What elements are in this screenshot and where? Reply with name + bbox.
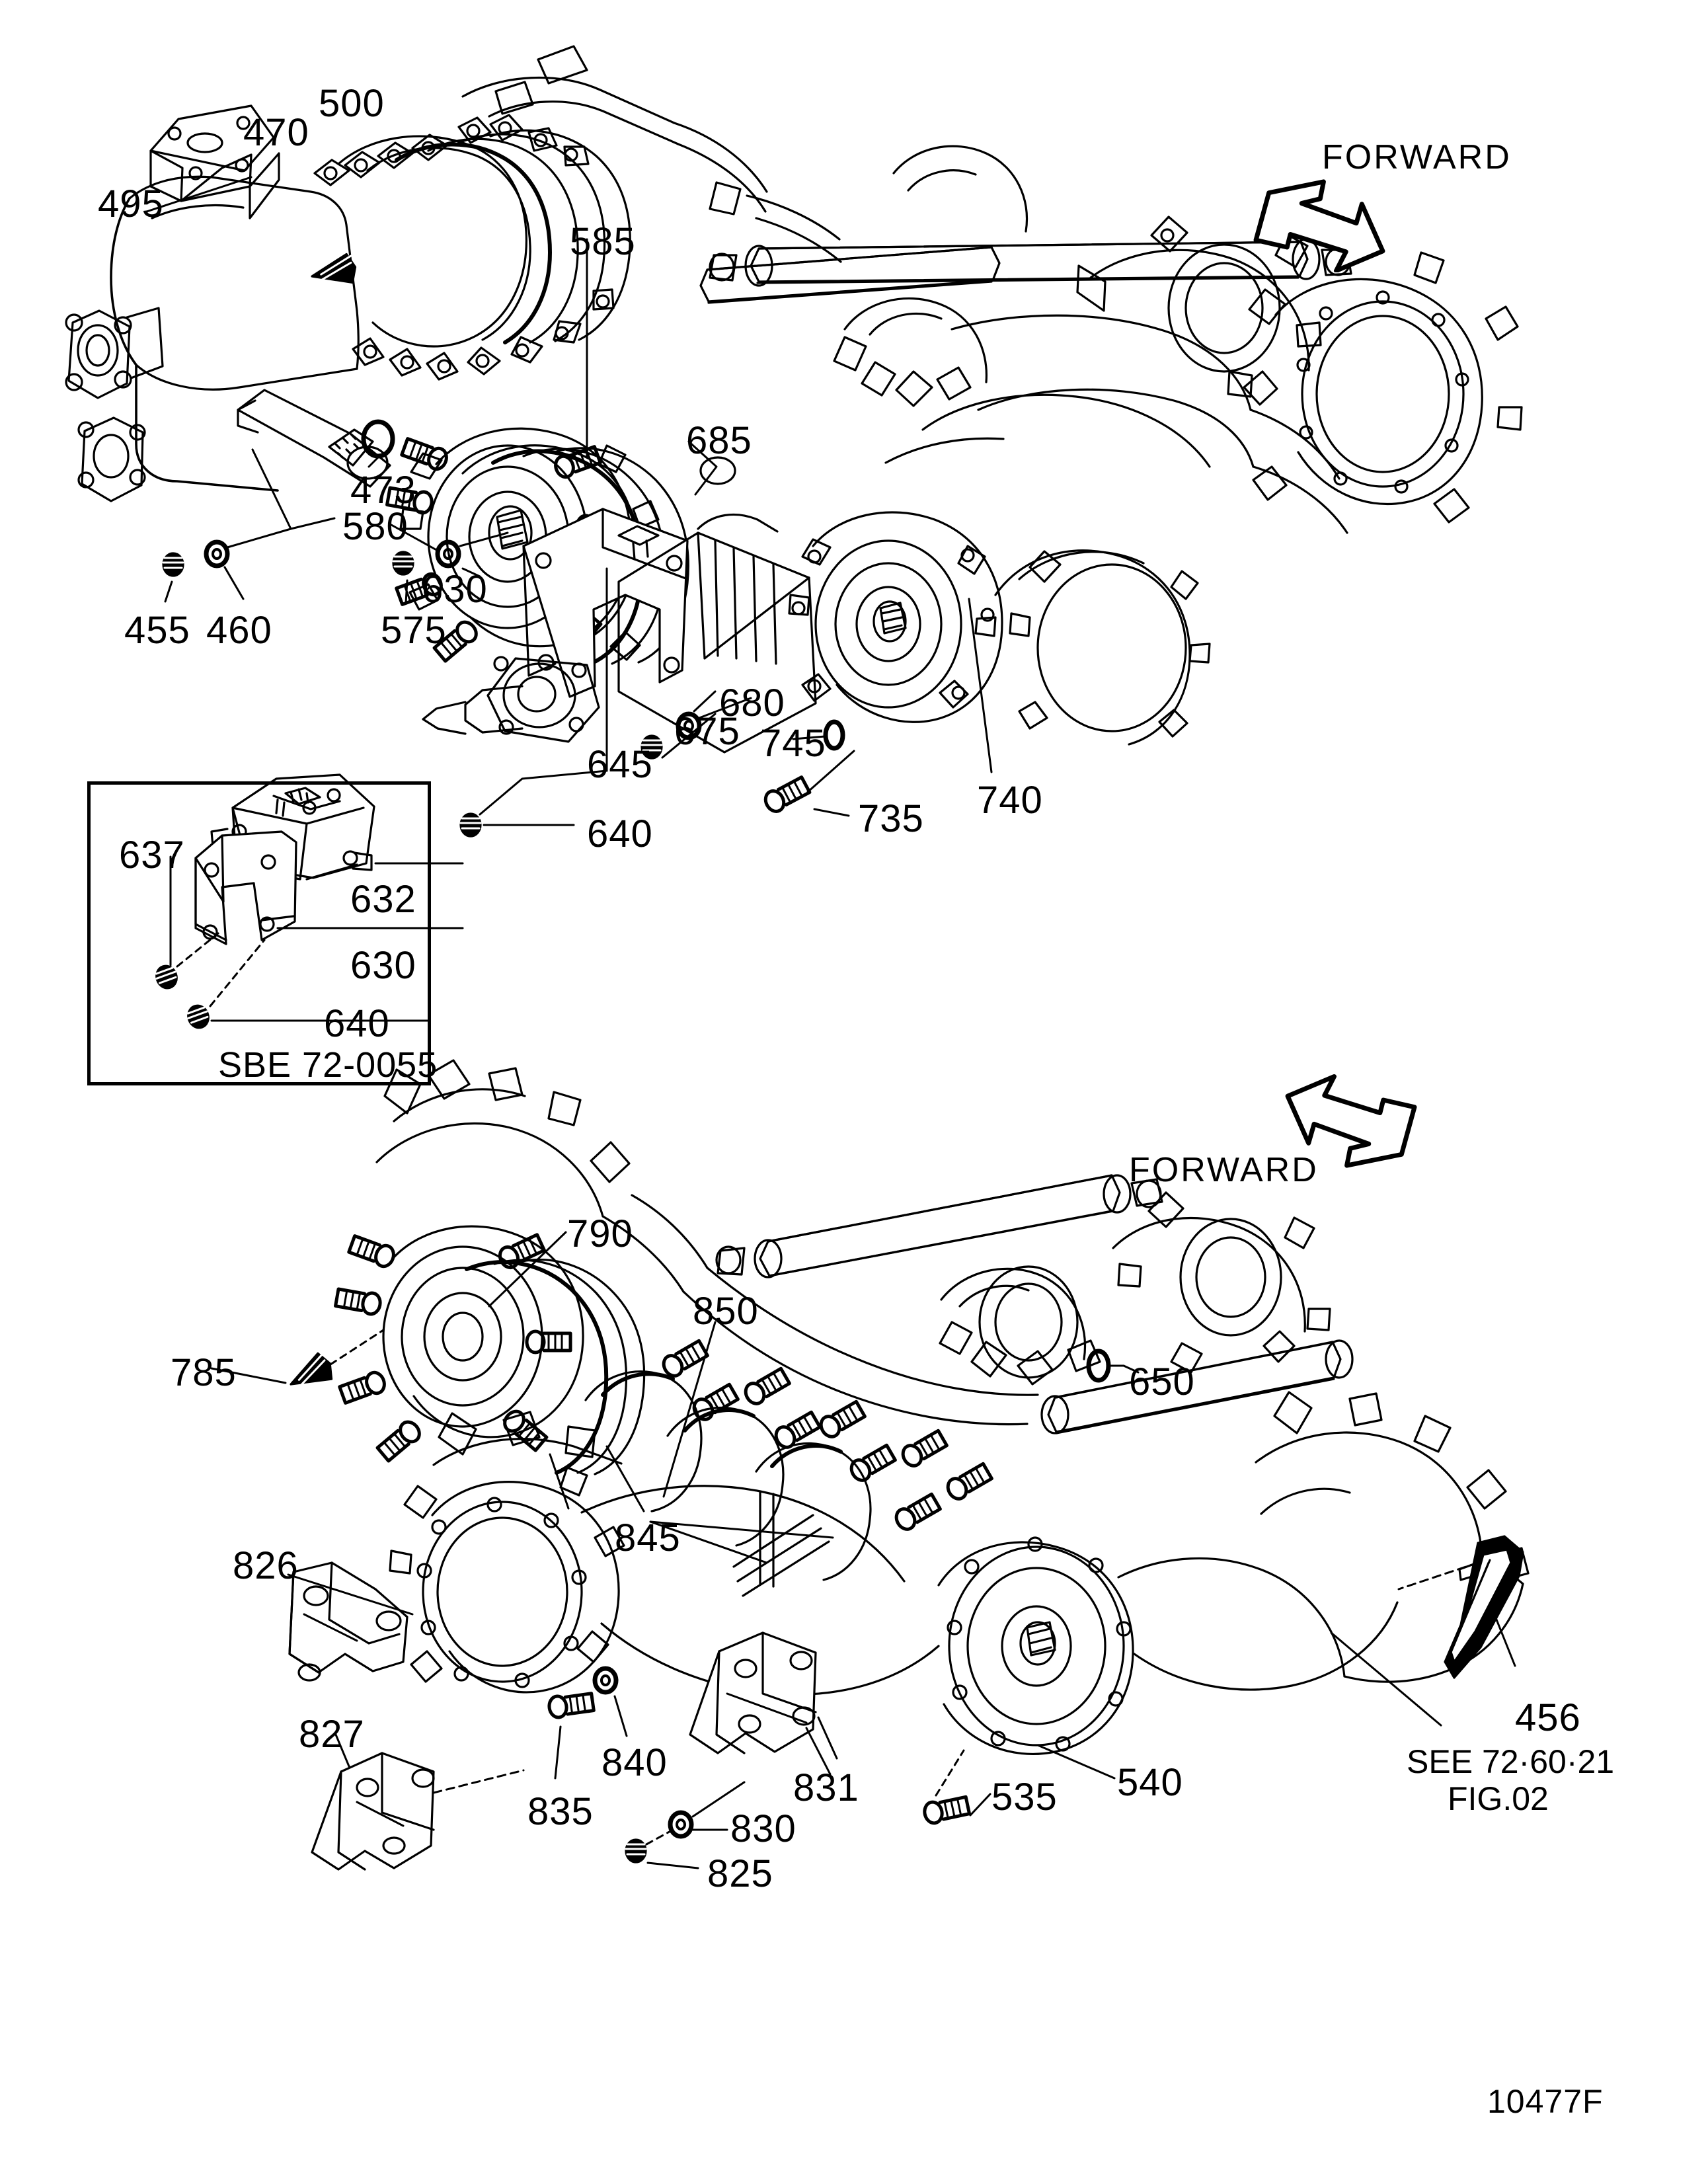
callout-470[interactable]: 470 <box>243 111 309 154</box>
forward-label-upper: FORWARD <box>1322 138 1512 176</box>
callout-840[interactable]: 840 <box>602 1741 668 1784</box>
callout-826[interactable]: 826 <box>233 1544 299 1587</box>
callout-500[interactable]: 500 <box>319 82 385 125</box>
callout-473[interactable]: 473 <box>350 469 416 512</box>
figure-number: 10477F <box>1487 2083 1604 2120</box>
callout-456[interactable]: 456 <box>1515 1696 1581 1739</box>
inset-callout-640[interactable]: 640 <box>324 1002 390 1045</box>
callout-845[interactable]: 845 <box>615 1516 681 1559</box>
callout-835[interactable]: 835 <box>527 1790 594 1833</box>
callout-585[interactable]: 585 <box>570 220 636 263</box>
forward-arrow-lower-icon <box>1285 1074 1417 1168</box>
callout-675[interactable]: 675 <box>674 710 740 753</box>
callout-640-main[interactable]: 640 <box>587 812 653 855</box>
forward-label-lower: FORWARD <box>1129 1151 1319 1189</box>
inset-panel-frame <box>87 781 431 1085</box>
callout-455[interactable]: 455 <box>124 609 190 652</box>
callout-745[interactable]: 745 <box>760 722 826 765</box>
callout-830[interactable]: 830 <box>730 1807 796 1850</box>
reference-note-line2[interactable]: FIG.02 <box>1448 1780 1549 1817</box>
callout-650[interactable]: 650 <box>1129 1360 1195 1403</box>
callout-460[interactable]: 460 <box>206 609 272 652</box>
callout-540[interactable]: 540 <box>1117 1761 1183 1804</box>
inset-panel-code: SBE 72-0055 <box>218 1045 438 1085</box>
callout-827[interactable]: 827 <box>299 1713 365 1756</box>
callout-630-main[interactable]: 630 <box>422 568 488 611</box>
callout-785[interactable]: 785 <box>171 1351 237 1394</box>
callout-535[interactable]: 535 <box>991 1776 1058 1819</box>
callout-575[interactable]: 575 <box>381 609 447 652</box>
callout-685[interactable]: 685 <box>686 419 752 462</box>
forward-arrow-upper-icon <box>1253 179 1385 272</box>
callout-580[interactable]: 580 <box>342 505 408 548</box>
callout-735[interactable]: 735 <box>858 797 924 840</box>
callout-495[interactable]: 495 <box>98 182 164 225</box>
callout-850[interactable]: 850 <box>693 1290 759 1333</box>
callout-680[interactable]: 680 <box>719 682 785 725</box>
callout-645[interactable]: 645 <box>587 743 653 786</box>
callout-825[interactable]: 825 <box>707 1852 773 1895</box>
callout-831[interactable]: 831 <box>793 1766 859 1809</box>
inset-callout-632[interactable]: 632 <box>350 878 416 921</box>
reference-note-line1[interactable]: SEE 72·60·21 <box>1407 1743 1615 1780</box>
inset-callout-630[interactable]: 630 <box>350 944 416 987</box>
callout-740[interactable]: 740 <box>977 779 1043 822</box>
inset-callout-637[interactable]: 637 <box>119 834 185 877</box>
callout-790[interactable]: 790 <box>567 1212 633 1255</box>
